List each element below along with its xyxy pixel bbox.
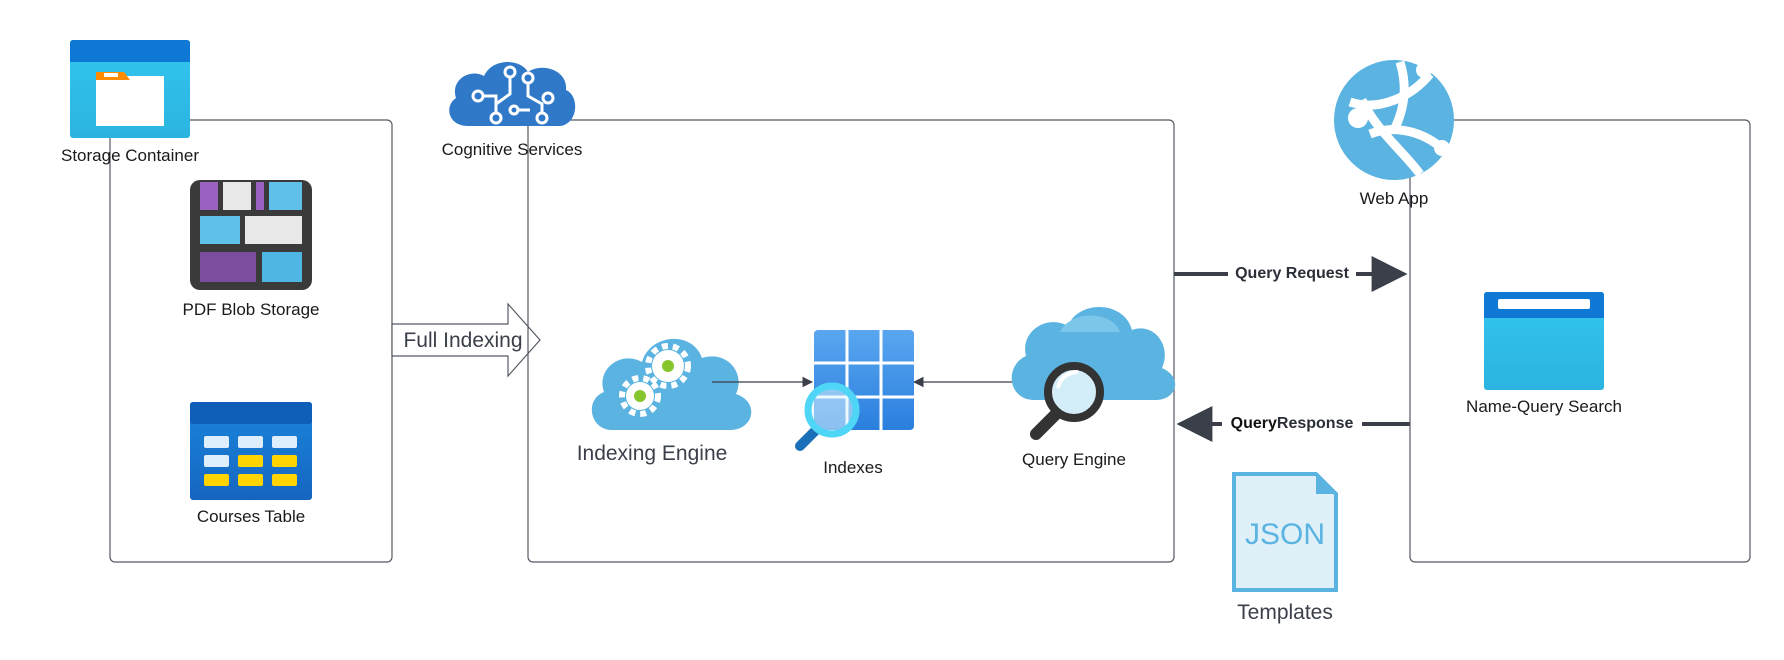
json-icon-text: JSON xyxy=(1245,518,1325,551)
indexing-engine-icon xyxy=(591,338,752,430)
web-app-icon xyxy=(1334,60,1454,180)
query-response-label-bold: Query xyxy=(1231,415,1277,432)
indexes-icon xyxy=(795,330,914,451)
table-storage-icon xyxy=(190,402,312,500)
indexes-label: Indexes xyxy=(823,458,883,477)
query-response-label-rest: Response xyxy=(1277,415,1354,432)
gear-icon-small xyxy=(619,375,661,417)
full-indexing-arrow xyxy=(391,302,541,378)
storage-container-label: Storage Container xyxy=(61,146,199,165)
cognitive-services-label: Cognitive Services xyxy=(442,140,583,159)
blob-storage-icon xyxy=(190,180,312,290)
magnifier-icon xyxy=(795,382,860,451)
query-response-label: QueryResponse xyxy=(1231,415,1354,432)
web-app-box xyxy=(1409,119,1751,563)
pdf-blob-storage-label: PDF Blob Storage xyxy=(182,300,319,319)
query-request-label: Query Request xyxy=(1235,265,1349,282)
web-app-label: Web App xyxy=(1360,189,1429,208)
name-query-search-label: Name-Query Search xyxy=(1466,397,1622,416)
search-icon xyxy=(1030,362,1104,440)
search-service-box xyxy=(527,119,1175,563)
templates-label: Templates xyxy=(1237,601,1333,624)
query-engine-label: Query Engine xyxy=(1022,450,1126,469)
gear-icon xyxy=(645,343,691,389)
indexing-engine-label: Indexing Engine xyxy=(577,442,728,465)
courses-table-label: Courses Table xyxy=(197,507,305,526)
query-engine-icon xyxy=(1011,306,1176,440)
json-document-icon: JSON xyxy=(1232,472,1338,592)
browser-window-icon xyxy=(1484,292,1604,390)
cognitive-services-icon xyxy=(449,61,576,126)
storage-container-icon xyxy=(70,40,190,138)
full-indexing-label: Full Indexing xyxy=(403,329,522,352)
